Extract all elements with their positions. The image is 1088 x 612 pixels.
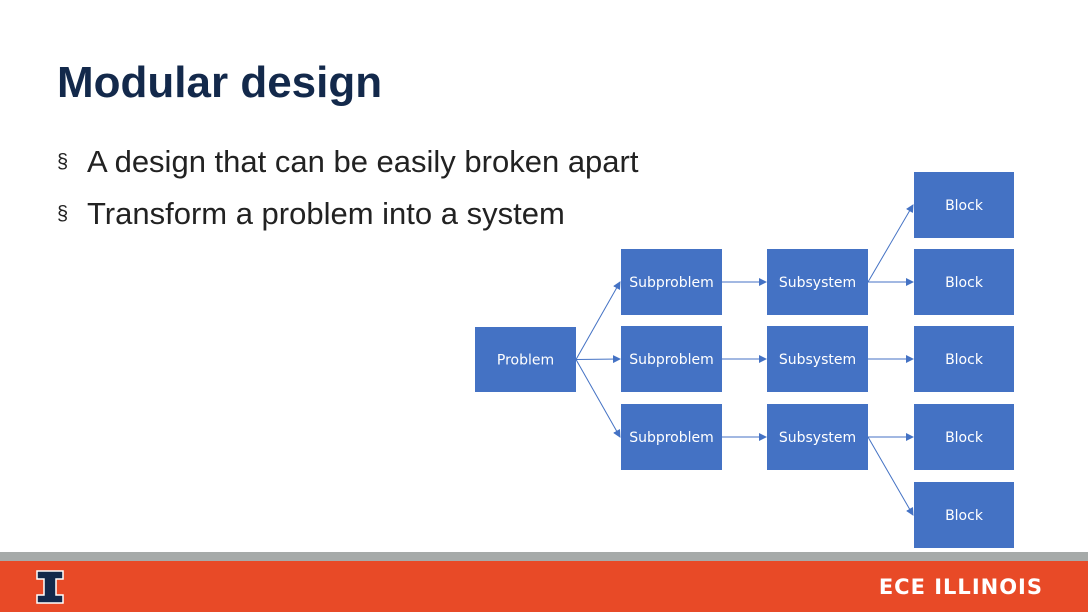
connector-arrow-ss3-b4 <box>867 436 914 516</box>
connector-layer <box>575 204 914 516</box>
node-label: Subsystem <box>779 275 856 291</box>
node-sp2: Subproblem <box>621 326 722 392</box>
connector-arrow-problem-sp2 <box>575 355 621 364</box>
bullet-marker-icon: § <box>57 202 69 225</box>
bullet-list: § A design that can be easily broken apa… <box>57 136 638 240</box>
slide-title: Modular design <box>57 58 383 107</box>
node-box <box>621 249 722 315</box>
node-label: Subproblem <box>629 352 714 368</box>
node-box <box>914 249 1014 315</box>
node-box <box>767 326 868 392</box>
node-label: Subsystem <box>779 352 856 368</box>
footer-brand-text: ECE ILLINOIS <box>878 575 1043 599</box>
node-label: Problem <box>497 353 554 369</box>
node-label: Block <box>945 198 984 214</box>
node-ss2: Subsystem <box>767 326 868 392</box>
connector-arrow-problem-sp3 <box>575 359 621 438</box>
bullet-item: § Transform a problem into a system <box>57 188 638 240</box>
footer-gray-stripe <box>0 552 1088 561</box>
node-label: Block <box>945 352 984 368</box>
node-label: Subproblem <box>629 430 714 446</box>
node-b1: Block <box>914 249 1014 315</box>
illinois-block-i-icon <box>36 570 64 604</box>
node-sp1: Subproblem <box>621 249 722 315</box>
node-box <box>767 249 868 315</box>
node-layer: ProblemSubproblemSubproblemSubproblemSub… <box>475 172 1014 548</box>
node-ss1: Subsystem <box>767 249 868 315</box>
node-box <box>767 404 868 470</box>
node-label: Subsystem <box>779 430 856 446</box>
node-sp3: Subproblem <box>621 404 722 470</box>
node-box <box>914 172 1014 238</box>
connector-arrow-problem-sp1 <box>575 281 621 360</box>
node-box <box>914 482 1014 548</box>
node-problem: Problem <box>475 327 576 392</box>
bullet-item: § A design that can be easily broken apa… <box>57 136 638 188</box>
node-box <box>914 404 1014 470</box>
node-b3: Block <box>914 404 1014 470</box>
node-box <box>621 404 722 470</box>
node-label: Block <box>945 275 984 291</box>
bullet-marker-icon: § <box>57 150 69 173</box>
node-box <box>621 326 722 392</box>
node-ss3: Subsystem <box>767 404 868 470</box>
node-b4: Block <box>914 482 1014 548</box>
node-label: Block <box>945 508 984 524</box>
bullet-text: A design that can be easily broken apart <box>87 144 639 179</box>
connector-arrow-ss1-b0 <box>867 204 914 283</box>
footer-bar <box>0 561 1088 612</box>
bullet-text: Transform a problem into a system <box>87 196 565 231</box>
node-label: Block <box>945 430 984 446</box>
node-b0: Block <box>914 172 1014 238</box>
node-label: Subproblem <box>629 275 714 291</box>
node-b2: Block <box>914 326 1014 392</box>
node-box <box>914 326 1014 392</box>
node-box <box>475 327 576 392</box>
